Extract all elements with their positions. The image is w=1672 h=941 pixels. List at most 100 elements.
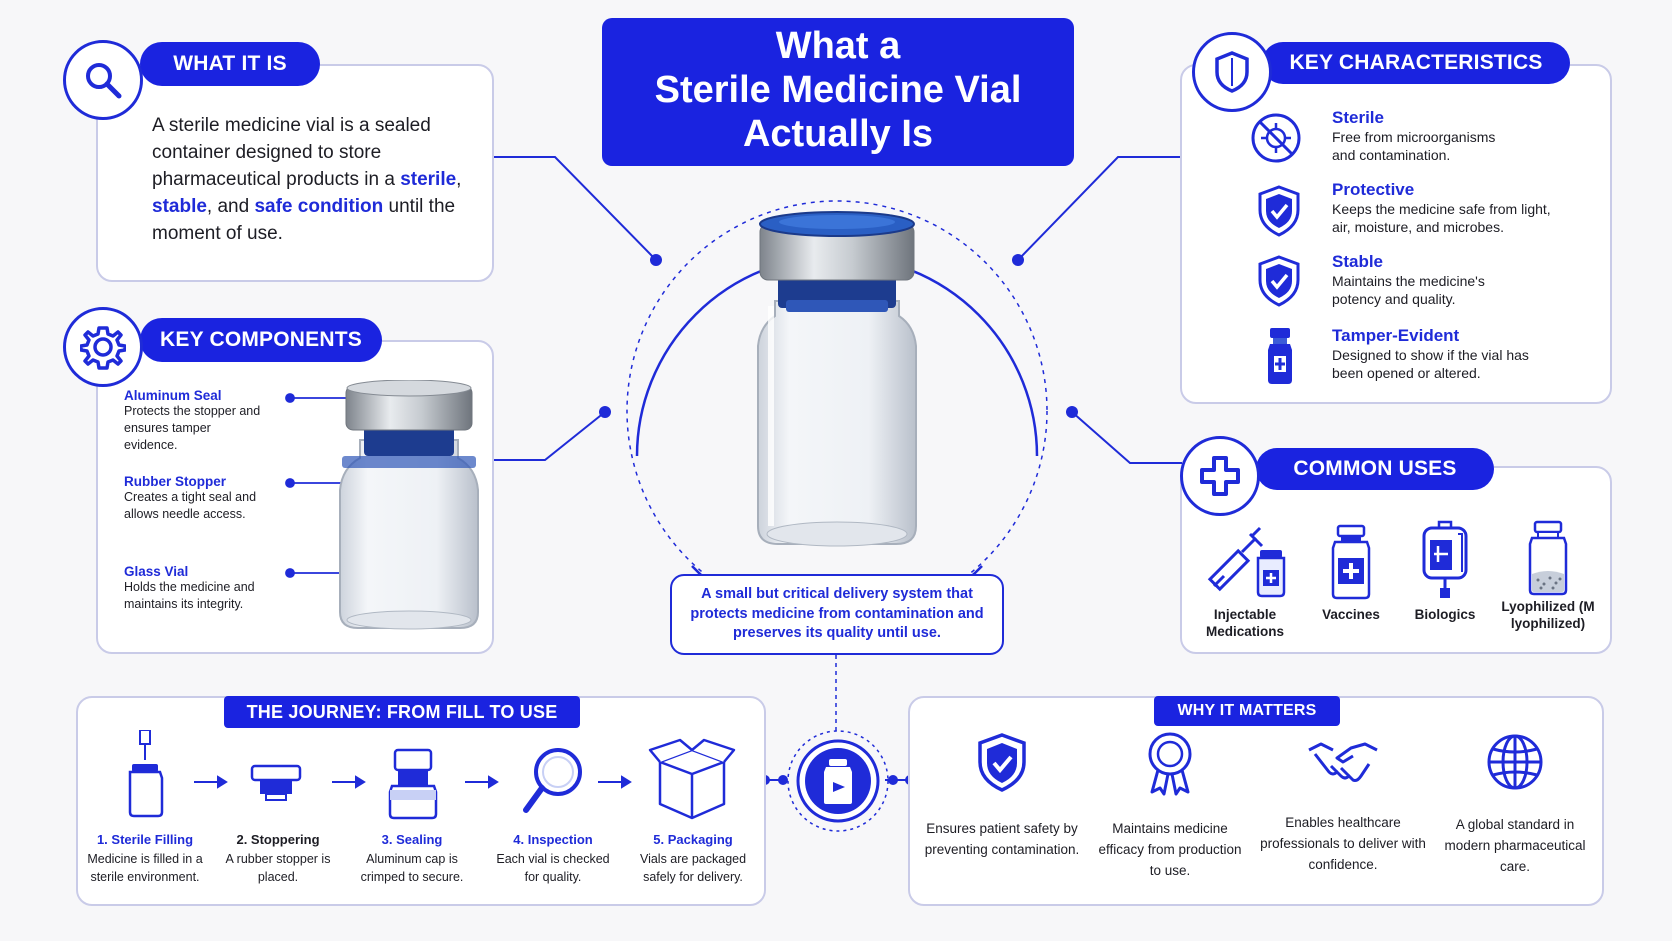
use-injectable-medications: Injectable Medications	[1190, 520, 1300, 640]
component-desc: Holds the medicine and maintains its int…	[124, 580, 255, 611]
journey-step-3: 3. Sealing Aluminum cap is crimped to se…	[352, 832, 472, 886]
center-caption: A small but critical delivery system tha…	[690, 586, 984, 642]
title-line-2: Sterile Medicine Vial	[654, 69, 1022, 111]
iv-bag-icon	[1422, 520, 1468, 598]
search-icon-badge	[63, 40, 143, 120]
shield-icon	[1215, 51, 1249, 93]
gear-icon-badge	[63, 307, 143, 387]
why-text: Enables healthcare professionals to deli…	[1260, 815, 1426, 872]
globe-icon	[1487, 734, 1543, 790]
use-label: Biologics	[1414, 607, 1476, 622]
why-it-matters-list: Ensures patient safety by preventing con…	[924, 730, 1594, 900]
use-label: Lyophilized (M lyophilized)	[1501, 599, 1595, 631]
filling-vial-icon	[128, 730, 164, 818]
why-it-matters-panel	[908, 696, 1604, 906]
step-desc: A rubber stopper is placed.	[225, 852, 331, 884]
why-item-safety: Ensures patient safety by preventing con…	[924, 730, 1080, 860]
shield-icon-badge	[1192, 32, 1272, 112]
title-line-1: What a	[775, 25, 901, 67]
gear-icon	[80, 326, 126, 370]
characteristic-desc: Designed to show if the vial has been op…	[1332, 347, 1529, 381]
component-desc: Creates a tight seal and allows needle a…	[124, 490, 257, 521]
step-title: 1. Sterile Filling	[96, 832, 194, 847]
journey-steps: 1. Sterile Filling Medicine is filled in…	[80, 730, 764, 902]
shield-check-icon	[1258, 255, 1300, 307]
characteristic-desc: Free from microorganisms and contaminati…	[1332, 129, 1496, 163]
journey-step-4: 4. Inspection Each vial is checked for q…	[490, 832, 616, 886]
box-icon	[648, 738, 736, 820]
step-desc: Vials are packaged safely for delivery.	[639, 852, 747, 884]
component-title: Glass Vial	[124, 564, 189, 579]
journey-step-1: 1. Sterile Filling Medicine is filled in…	[80, 832, 210, 886]
why-text: A global standard in modern pharmaceutic…	[1444, 817, 1586, 874]
why-item-efficacy: Maintains medicine efficacy from product…	[1094, 730, 1246, 881]
key-characteristics-heading: KEY CHARACTERISTICS	[1262, 42, 1570, 84]
characteristic-title: Sterile	[1332, 108, 1384, 127]
syringe-vial-icon	[1207, 526, 1286, 598]
characteristic-desc: Keeps the medicine safe from light, air,…	[1332, 201, 1551, 235]
characteristic-title: Protective	[1332, 180, 1415, 199]
sealed-vial-icon	[1268, 328, 1292, 384]
use-label: Injectable Medications	[1205, 607, 1284, 639]
component-rubber-stopper: Rubber Stopper Creates a tight seal and …	[124, 474, 294, 523]
component-desc: Protects the stopper and ensures tamper …	[124, 404, 261, 452]
characteristic-title: Tamper-Evident	[1332, 326, 1460, 345]
keyword-sterile: sterile	[400, 169, 457, 190]
title-banner: What a Sterile Medicine Vial Actually Is	[602, 18, 1074, 166]
vial-badge	[787, 730, 889, 832]
step-desc: Medicine is filled in a sterile environm…	[87, 852, 203, 884]
component-aluminum-seal: Aluminum Seal Protects the stopper and e…	[124, 388, 294, 454]
handshake-icon	[1308, 742, 1378, 782]
why-item-confidence: Enables healthcare professionals to deli…	[1258, 730, 1428, 875]
why-text: Ensures patient safety by preventing con…	[924, 821, 1080, 857]
characteristic-title: Stable	[1332, 252, 1384, 271]
what-it-is-text: A sterile medicine vial is a sealed cont…	[152, 112, 472, 247]
why-item-global: A global standard in modern pharmaceutic…	[1436, 730, 1594, 877]
key-characteristics-panel	[1180, 64, 1612, 404]
search-icon	[86, 63, 122, 99]
common-uses-heading: COMMON USES	[1256, 448, 1494, 490]
what-it-is-sep-2: , and	[206, 196, 255, 217]
component-vial-illustration	[285, 380, 479, 630]
characteristic-list: Sterile Free from microorganisms and con…	[1250, 106, 1590, 396]
virus-blocked-icon	[1251, 113, 1301, 163]
key-components-heading: KEY COMPONENTS	[140, 318, 382, 362]
cross-icon-badge	[1180, 436, 1260, 516]
use-biologics: Biologics	[1390, 520, 1500, 623]
what-it-is-heading: WHAT IT IS	[140, 42, 320, 86]
journey-step-2: 2. Stoppering A rubber stopper is placed…	[218, 832, 338, 886]
what-it-is-sep-1: ,	[456, 169, 462, 190]
vaccine-vial-icon	[1331, 524, 1371, 600]
stopper-icon	[250, 764, 302, 801]
magnifier-icon	[523, 748, 582, 813]
component-title: Aluminum Seal	[124, 388, 222, 403]
journey-heading: THE JOURNEY: FROM FILL TO USE	[224, 696, 580, 728]
why-it-matters-heading: WHY IT MATTERS	[1154, 696, 1340, 726]
shield-check-icon	[1258, 185, 1300, 237]
use-lyophilized: Lyophilized (M lyophilized)	[1486, 520, 1610, 632]
keyword-safe-condition: safe condition	[254, 196, 384, 217]
medical-cross-icon	[1200, 456, 1240, 496]
center-caption-box: A small but critical delivery system tha…	[670, 574, 1004, 655]
step-title: 3. Sealing	[381, 832, 443, 847]
journey-step-5: 5. Packaging Vials are packaged safely f…	[630, 832, 756, 886]
powder-vial-icon	[1528, 520, 1568, 596]
what-it-is-panel	[96, 64, 494, 282]
why-text: Maintains medicine efficacy from product…	[1098, 821, 1242, 878]
step-title: 5. Packaging	[653, 832, 733, 847]
center-vial-illustration	[626, 200, 1048, 616]
title-line-3: Actually Is	[742, 113, 934, 155]
step-title: 4. Inspection	[513, 832, 593, 847]
award-ribbon-icon	[1148, 732, 1192, 796]
step-title: 2. Stoppering	[236, 832, 320, 847]
common-uses-list: Injectable Medications Vaccines Biologic…	[1190, 520, 1610, 650]
what-it-is-text-a: A sterile medicine vial is a sealed cont…	[152, 115, 431, 190]
what-it-is-text-b: until the moment of use.	[152, 196, 456, 244]
journey-step-icons	[128, 730, 736, 820]
use-vaccines: Vaccines	[1296, 520, 1406, 623]
component-title: Rubber Stopper	[124, 474, 227, 489]
shield-check-icon	[978, 733, 1026, 792]
step-desc: Each vial is checked for quality.	[496, 852, 610, 884]
characteristic-desc: Maintains the medicine's potency and qua…	[1332, 273, 1485, 307]
use-label: Vaccines	[1322, 607, 1380, 622]
